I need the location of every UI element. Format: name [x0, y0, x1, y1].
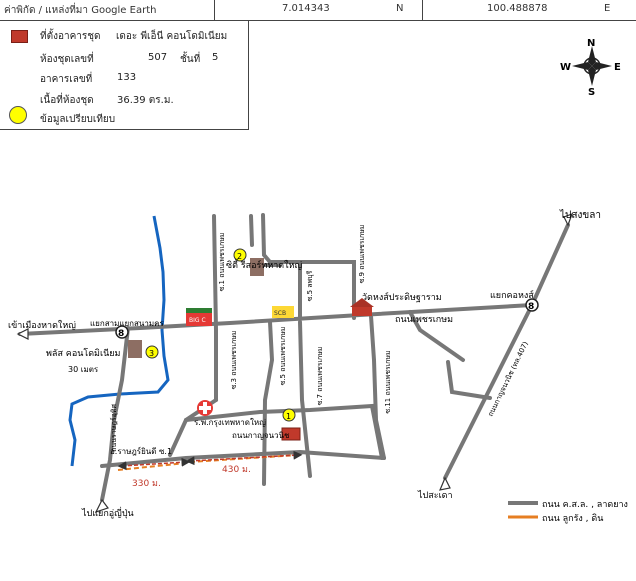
label-soi-9: ซ.9 ถนนเพชรเกษม [358, 225, 366, 284]
property-legend: ที่ตั้งอาคารชุด เดอะ พีเอ็นี คอนโดมิเนีย… [0, 20, 249, 130]
distance-330: 330 ม. [132, 479, 161, 489]
label-kho-hong-junction: แยกคอหงส์ [490, 289, 534, 301]
label-soi-7: ซ.7 ถนนเพชรเกษม [316, 347, 324, 406]
river [68, 215, 170, 467]
building-value: 133 [117, 72, 137, 83]
scb-bank-icon: SCB [272, 306, 294, 318]
compass-east: E [614, 62, 621, 73]
longitude-value: 100.488878 [487, 3, 548, 14]
marker-1-icon: 1 [282, 408, 296, 422]
location-value: เดอะ พีเอ็นี คอนโดมิเนียม [116, 31, 228, 42]
label-temple: วัดหงส์ประดิษฐาราม [362, 291, 442, 303]
svg-text:8: 8 [528, 302, 534, 312]
temple-icon [350, 298, 374, 316]
junction-markers: 8 8 [115, 298, 539, 339]
coord-label: ค่าพิกัด / แหล่งที่มา Google Earth [4, 5, 157, 16]
arrow-to-sadao-icon [439, 476, 451, 491]
road-type-legend: ถนน ค.ส.ล. , ลาดยาง ถนน ลูกรัง , ดิน [508, 500, 628, 524]
hospital-icon [197, 400, 213, 416]
latitude-value: 7.014343 [282, 3, 330, 14]
label-rajyindee-soi: อ.ราษฎร์ยินดี ซ.1 [110, 446, 172, 456]
floor-value: 5 [212, 52, 219, 63]
label-kanjanavanit-road: ถนนกาญจนวนิช [232, 431, 290, 440]
label-30m: 30 เมตร [68, 365, 99, 374]
label-to-japan: ไปแยกอู่ญี่ปุ่น [81, 506, 134, 519]
label-to-sadao: ไปสะเดา [417, 490, 453, 501]
compass-west: W [560, 62, 571, 73]
label-rajuthit-road: ถนนราษฎร์อุทิศ [110, 404, 118, 452]
coordinate-bar: ค่าพิกัด / แหล่งที่มา Google Earth 7.014… [0, 0, 636, 21]
arrow-to-hatyai-icon [16, 328, 29, 340]
label-soi-lopburi: ซ.5 ลพบุรี [306, 270, 314, 301]
label-to-songkhla: ไปสงขลา [559, 209, 601, 221]
distance-indicators [117, 450, 303, 471]
label-phetkasem-road: ถนนเพชรเกษม [395, 315, 453, 325]
legend-paved-road: ถนน ค.ส.ล. , ลาดยาง [542, 500, 628, 510]
floor-label: ชั้นที่ [180, 54, 201, 65]
svg-text:8: 8 [118, 329, 124, 339]
label-hospital: ร.พ.กรุงเทพหาดใหญ่ [194, 418, 266, 427]
unit-label: ห้องชุดเลขที่ [40, 54, 94, 65]
label-soi-3: ซ.3 ถนนเพชรเกษม [230, 331, 238, 390]
compass-rose-icon: N S W E [560, 38, 621, 98]
label-to-hatyai: เข้าเมืองหาดใหญ่ [8, 320, 76, 331]
unit-value: 507 [148, 52, 168, 63]
area-label: เนื้อที่ห้องชุด [40, 95, 94, 106]
svg-text:BIG C: BIG C [189, 317, 206, 324]
distance-430: 430 ม. [222, 465, 251, 475]
condo-building-icon [281, 427, 301, 441]
legend-laterite-road: ถนน ลูกรัง , ดิน [542, 513, 603, 524]
label-samnak-junction: แยกสามแยกสนามคร [90, 319, 164, 328]
marker-2-icon: 2 [233, 248, 247, 262]
building-label: อาคารเลขที่ [40, 74, 93, 85]
label-soi-5: ซ.5 ถนนเพชรเกษม [279, 327, 287, 386]
location-label: ที่ตั้งอาคารชุด [40, 31, 101, 42]
road-network [18, 213, 570, 502]
area-value: 36.39 ตร.ม. [117, 95, 174, 106]
svg-text:2: 2 [237, 252, 242, 261]
comparable-building-3-icon [128, 340, 142, 358]
label-soi-11: ซ.11 ถนนเพชรเกษม [384, 350, 392, 413]
comparable-building-2-icon [250, 258, 264, 276]
compass-north: N [587, 38, 595, 49]
marker-3-icon: 3 [145, 345, 159, 359]
arrow-to-songkhla-icon [563, 212, 574, 227]
compare-label: ข้อมูลเปรียบเทียบ [40, 114, 116, 125]
longitude-dir: E [604, 3, 611, 14]
svg-text:1: 1 [286, 412, 291, 421]
comparison-marker-icon [9, 106, 27, 124]
svg-text:SCB: SCB [274, 310, 286, 317]
compass-south: S [588, 87, 595, 98]
label-plus-condo: พลัส คอนโดมิเนียม [46, 348, 120, 359]
arrow-to-japan-icon [94, 498, 109, 514]
latitude-dir: N [396, 3, 404, 14]
svg-text:3: 3 [149, 349, 154, 358]
building-location-icon [11, 30, 28, 43]
label-city-resort: ซิตี้ รีสอร์ทหาดใหญ่ [226, 258, 302, 271]
bigc-store-icon: BIG C [186, 308, 212, 326]
label-soi-1: ซ.1 ถนนเพชรเกษม [218, 233, 226, 292]
direction-arrows [16, 212, 574, 514]
